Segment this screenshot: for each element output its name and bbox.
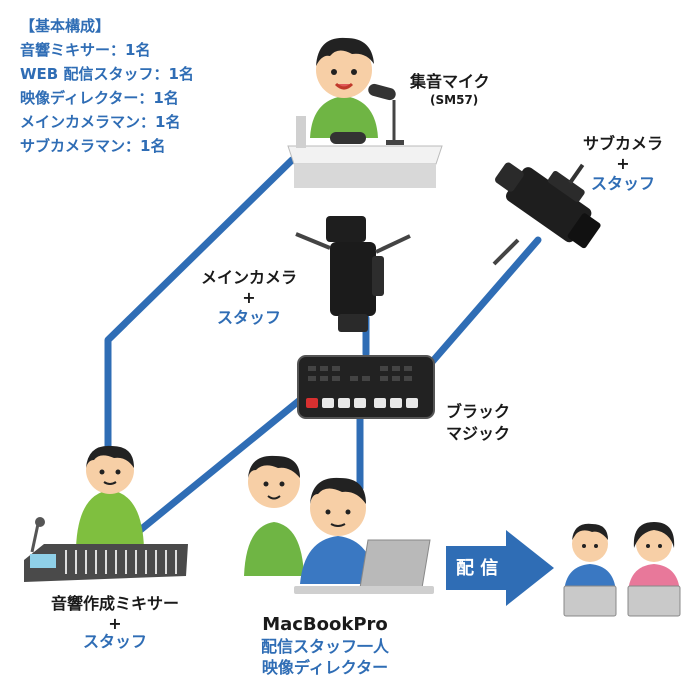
switcher-illustration [297, 355, 435, 419]
sub-camera-plus: + [616, 154, 630, 173]
arrow-icon [446, 530, 554, 606]
switcher-icon [297, 355, 435, 419]
microphone-icon [368, 83, 404, 145]
controller-icon [330, 132, 366, 144]
camera-icon [295, 216, 411, 332]
mixer-staff-illustration [24, 445, 188, 582]
basic-heading: 【基本構成】 [20, 17, 111, 35]
stream-arrow [446, 530, 554, 606]
main-camera-plus: + [242, 288, 256, 307]
laptop-icon [563, 585, 617, 617]
mic-model: (SM57) [430, 93, 479, 107]
laptop-icon [627, 585, 681, 617]
line-subcam-to-switcher [428, 236, 542, 366]
basic-item: メインカメラマン：1名 [20, 113, 181, 131]
person-icon [310, 37, 378, 138]
switcher-label-line2: マジック [446, 424, 511, 443]
mixer-staff: スタッフ [82, 632, 147, 651]
macbook-staff-label: 配信スタッフ一人 [260, 637, 389, 656]
basic-item: 音響ミキサー：1名 [20, 41, 151, 59]
main-camera-staff: スタッフ [216, 308, 281, 327]
mic-label: 集音マイク [410, 72, 490, 91]
main-camera-label: メインカメラ [200, 268, 297, 287]
mixer-label: 音響作成ミキサー [50, 594, 179, 613]
switcher-label-line1: ブラック [446, 402, 511, 421]
basic-item: サブカメラマン：1名 [20, 137, 166, 155]
person-icon [628, 522, 680, 592]
main-camera-illustration [295, 216, 411, 332]
camera-icon [495, 162, 601, 249]
macbook-label: MacBookPro [262, 614, 388, 635]
basic-item: WEB 配信スタッフ：1名 [20, 65, 194, 83]
macbook-staff-illustration [244, 455, 434, 594]
mixer-plus: + [108, 614, 122, 633]
mixer-icon [24, 544, 188, 582]
line-mixer-to-switcher [124, 396, 304, 544]
basic-item: 映像ディレクター：1名 [20, 89, 179, 107]
person-icon [244, 455, 304, 576]
line-mic-to-mixer [104, 156, 296, 466]
sub-camera-illustration [492, 162, 601, 266]
person-icon [564, 523, 616, 592]
basic-composition-list: 【基本構成】 音響ミキサー：1名 WEB 配信スタッフ：1名 映像ディレクター：… [20, 14, 194, 158]
microphone-icon [30, 517, 45, 553]
audio-staff-desk-illustration [287, 37, 443, 188]
viewers-illustration [563, 522, 681, 617]
sub-camera-staff: スタッフ [590, 174, 655, 193]
stream-arrow-label: 配 信 [456, 558, 499, 579]
person-icon [300, 477, 376, 584]
laptop-icon [294, 539, 434, 594]
sub-camera-label: サブカメラ [582, 134, 663, 153]
macbook-director-label: 映像ディレクター [261, 658, 389, 677]
person-icon [76, 445, 144, 548]
